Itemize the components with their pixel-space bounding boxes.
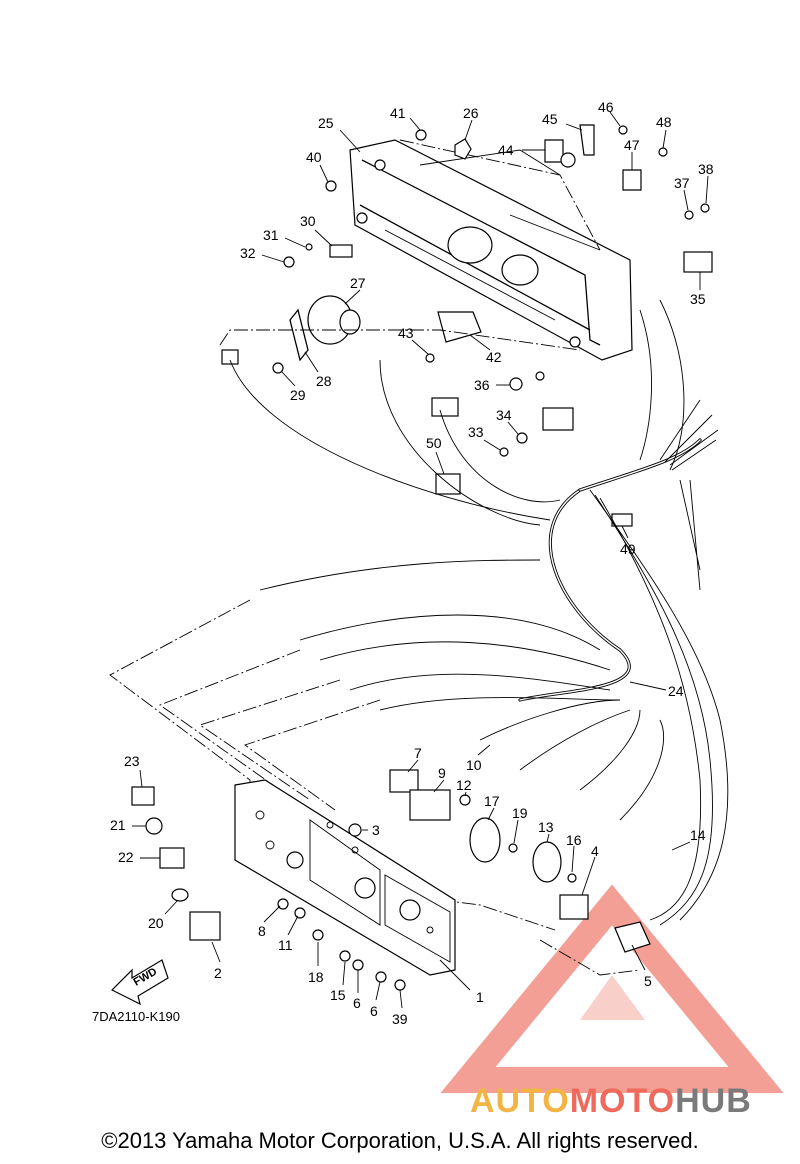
callout-7: 7 [414, 745, 422, 761]
callout-14: 14 [690, 827, 706, 843]
callout-1: 1 [476, 989, 484, 1005]
mid-hardware [425, 311, 633, 527]
fwd-arrow: FWD [110, 959, 169, 1006]
watermark-part-moto: MOTO [569, 1082, 676, 1120]
callout-30: 30 [300, 213, 316, 229]
callout-28: 28 [316, 373, 332, 389]
callout-8: 8 [258, 923, 266, 939]
callout-9: 9 [438, 765, 446, 781]
callout-10: 10 [466, 757, 482, 773]
callout-16: 16 [566, 832, 582, 848]
callout-22: 22 [118, 849, 134, 865]
callout-19: 19 [512, 805, 528, 821]
instrument-box [349, 139, 633, 361]
callout-49: 49 [620, 541, 636, 557]
callout-13: 13 [538, 819, 554, 835]
callouts: 1 2 3 4 5 6 6 7 8 9 10 11 12 13 14 15 16… [110, 99, 714, 1027]
callout-47: 47 [624, 137, 640, 153]
callout-21: 21 [110, 817, 126, 833]
callout-35: 35 [690, 291, 706, 307]
callout-40: 40 [306, 149, 322, 165]
callout-25: 25 [318, 115, 334, 131]
callout-33: 33 [468, 424, 484, 440]
callout-36: 36 [474, 377, 490, 393]
callout-27: 27 [350, 275, 366, 291]
callout-23: 23 [124, 753, 140, 769]
callout-3: 3 [372, 822, 380, 838]
callout-17: 17 [484, 793, 500, 809]
callout-32: 32 [240, 245, 256, 261]
switch-panel [234, 779, 456, 976]
callout-46: 46 [598, 99, 614, 115]
callout-39: 39 [392, 1011, 408, 1027]
callout-45: 45 [542, 111, 558, 127]
callout-31: 31 [263, 227, 279, 243]
watermark-part-hub: HUB [675, 1082, 752, 1120]
callout-5: 5 [644, 973, 652, 989]
buzzer-assembly [221, 295, 361, 374]
callout-2: 2 [214, 965, 222, 981]
callout-6b: 6 [370, 1003, 378, 1019]
watermark-part-auto: AUTO [470, 1082, 570, 1120]
callout-6a: 6 [353, 995, 361, 1011]
diagram-code: 7DA2110-K190 [92, 1009, 180, 1024]
top-hardware [283, 124, 713, 273]
callout-38: 38 [698, 161, 714, 177]
callout-34: 34 [496, 407, 512, 423]
callout-4: 4 [591, 843, 599, 859]
callout-43: 43 [398, 325, 414, 341]
copyright-notice: ©2013 Yamaha Motor Corporation, U.S.A. A… [101, 1128, 699, 1153]
callout-11: 11 [278, 937, 293, 953]
callout-26: 26 [463, 105, 479, 121]
callout-12: 12 [456, 777, 472, 793]
callout-42: 42 [486, 349, 502, 365]
callout-20: 20 [148, 915, 164, 931]
callout-15: 15 [330, 987, 346, 1003]
watermark-brand: AUTOMOTOHUB [470, 1082, 752, 1121]
callout-44: 44 [498, 142, 514, 158]
callout-37: 37 [674, 175, 690, 191]
callout-18: 18 [308, 969, 324, 985]
callout-41: 41 [390, 105, 406, 121]
callout-29: 29 [290, 387, 306, 403]
callout-24: 24 [668, 683, 684, 699]
watermark-logo [440, 884, 784, 1093]
callout-50: 50 [426, 435, 442, 451]
main-harness [229, 299, 729, 926]
callout-48: 48 [656, 114, 672, 130]
lower-switches [131, 769, 651, 991]
